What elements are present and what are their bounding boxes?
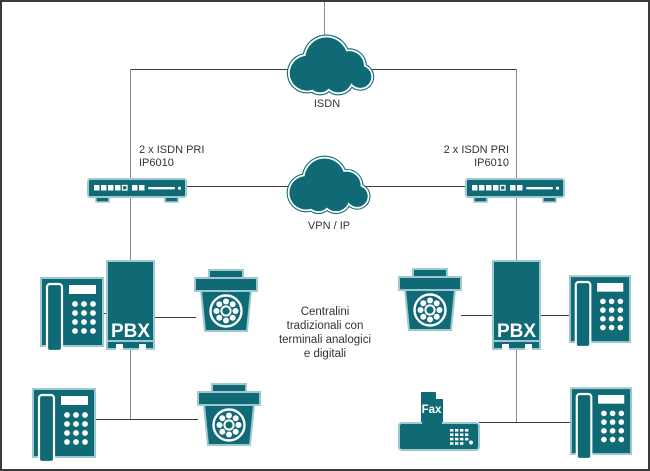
fax-icon: Fax [398,390,480,451]
right-pbx-icon: PBX [492,260,541,352]
connector-right-pbx-phone [540,315,570,316]
connector-top-vertical [324,2,325,42]
left-pbx-icon: PBX [106,260,155,352]
analog-phone-icon [194,269,258,332]
center-note-line4: e digitali [303,348,347,360]
center-note-line3: terminali analogici [278,334,372,346]
connector-right-analog-pbx [461,315,493,316]
rotary-dial [213,298,239,324]
analog-phone-icon [398,268,462,331]
phone-keypad [600,298,624,331]
right-gateway-label-line1: 2 x ISDN PRI [443,144,509,156]
right-gateway-icon [465,178,565,203]
vpn-cloud-label: VPN / IP [307,220,351,232]
connector-left-gateway-vertical [130,69,131,260]
right-gateway-label: 2 x ISDN PRI IP6010 [369,144,509,170]
fax-label: Fax [422,404,442,416]
center-note: Centralini tradizionali con terminali an… [249,305,401,361]
digital-phone-icon [40,277,104,353]
connector-left-pbx-analog [154,317,196,318]
left-gateway-label: 2 x ISDN PRI IP6010 [139,144,204,170]
left-gateway-label-line1: 2 x ISDN PRI [139,144,205,156]
connector-left-pbx-down [130,350,131,419]
isdn-cloud-label: ISDN [313,98,341,110]
connector-bottom-left [94,419,198,420]
connector-bottom-right [479,422,570,423]
right-pbx-label: PBX [497,321,536,342]
left-gateway-icon [87,178,187,203]
left-pbx-label: PBX [111,321,150,342]
fax-keypad [450,429,473,445]
digital-phone-icon [570,387,632,460]
left-gateway-label-line2: IP6010 [139,157,174,169]
digital-phone-icon [32,388,96,464]
phone-keypad [601,410,625,443]
digital-phone-icon [569,275,631,348]
connector-left-phone-pbx [98,313,110,314]
center-note-line1: Centralini [300,306,350,318]
isdn-cloud-icon [286,34,375,96]
phone-keypad [64,412,88,445]
analog-phone-icon [197,383,261,446]
right-gateway-label-line2: IP6010 [474,157,509,169]
connector-right-pbx-down [516,350,517,422]
phone-keypad [72,301,96,334]
rotary-dial [417,297,443,323]
vpn-cloud-icon [286,155,371,215]
connector-right-gateway-vertical [516,69,517,260]
rotary-dial [216,412,242,438]
center-note-line2: tradizionali con [286,320,364,332]
